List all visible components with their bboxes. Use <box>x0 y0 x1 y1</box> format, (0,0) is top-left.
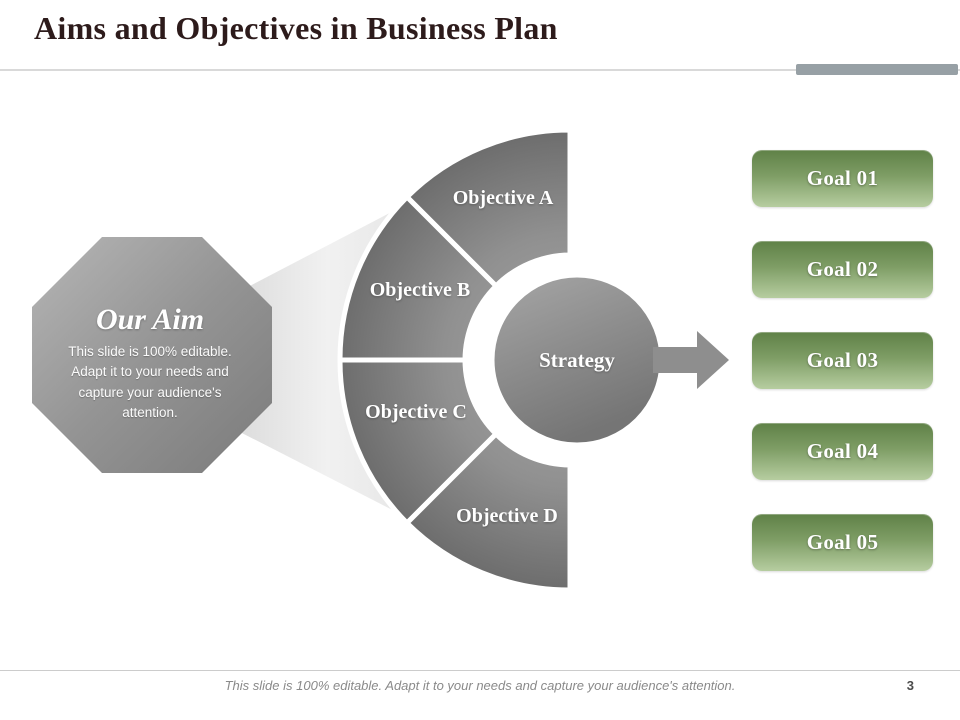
goal-05-box: Goal 05 <box>752 514 933 571</box>
title-accent-bar <box>796 64 958 75</box>
objective-a-label: Objective A <box>452 187 554 209</box>
footer-note: This slide is 100% editable. Adapt it to… <box>224 678 736 693</box>
aim-title: Our Aim <box>95 303 205 336</box>
goal-02-box: Goal 02 <box>752 241 933 298</box>
strategy-label: Strategy <box>539 348 615 372</box>
goal-03-box: Goal 03 <box>752 332 933 389</box>
objective-d-label: Objective D <box>456 505 558 527</box>
our-aim-octagon <box>32 237 272 473</box>
page-title: Aims and Objectives in Business Plan <box>34 10 558 46</box>
goal-01-box: Goal 01 <box>752 150 933 207</box>
aim-description: This slide is 100% editable. Adapt it to… <box>68 344 232 420</box>
objective-b-wedge <box>337 194 499 363</box>
page-number: 3 <box>906 678 914 693</box>
objective-a-wedge <box>404 127 573 289</box>
title-divider <box>0 69 960 71</box>
objective-b-label: Objective B <box>369 279 471 301</box>
goal-04-box: Goal 04 <box>752 423 933 480</box>
footer-divider <box>0 670 960 671</box>
objective-c-label: Objective C <box>365 401 467 423</box>
objective-d-wedge <box>404 431 573 593</box>
right-arrow-icon <box>653 331 729 389</box>
objective-c-wedge <box>337 357 499 526</box>
